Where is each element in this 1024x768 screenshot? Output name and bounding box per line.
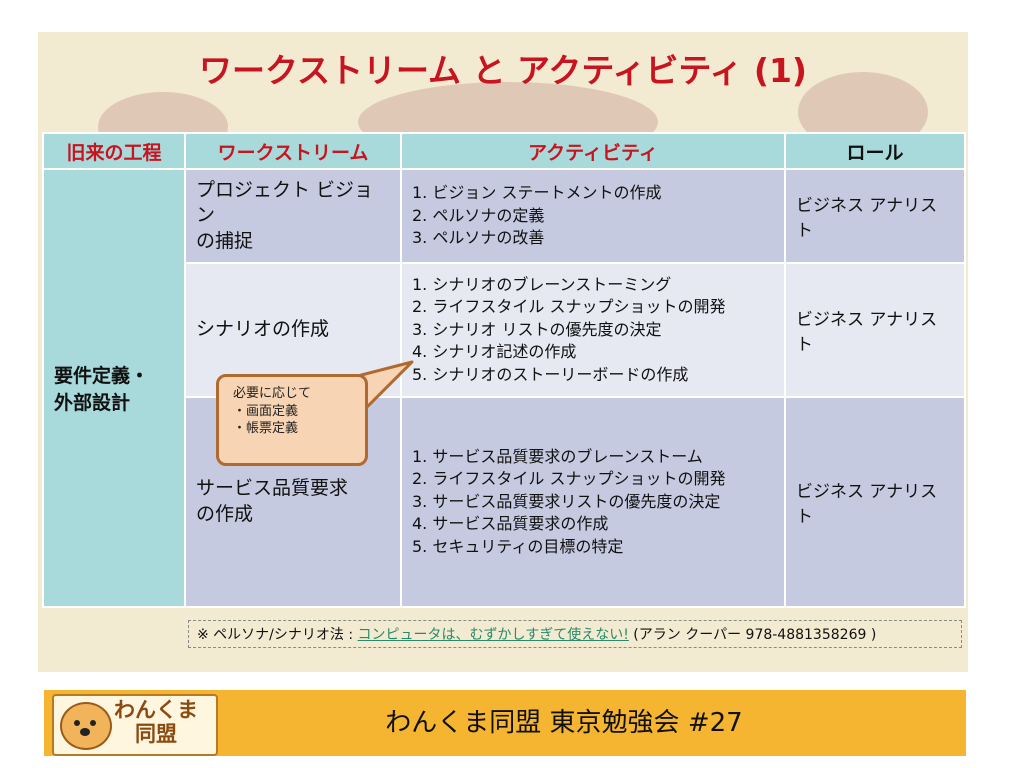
activity-item: 2. ライフスタイル スナップショットの開発 (412, 297, 726, 317)
workstream-label: プロジェクト ビジョン の捕捉 (196, 178, 374, 252)
activity-cell: 1. シナリオのブレーンストーミング 2. ライフスタイル スナップショットの開… (400, 262, 786, 398)
workstream-label: サービス品質要求 の作成 (196, 477, 349, 525)
role-cell: ビジネス アナリスト (784, 168, 966, 264)
callout-line: ・帳票定義 (233, 421, 299, 437)
header-process: 旧来の工程 (42, 132, 186, 170)
activity-cell: 1. ビジョン ステートメントの作成 2. ペルソナの定義 3. ペルソナの改善 (400, 168, 786, 264)
workstream-label: シナリオの作成 (196, 318, 330, 341)
table-header-row: 旧来の工程 ワークストリーム アクティビティ ロール (42, 132, 966, 170)
footer-title: わんくま同盟 東京勉強会 #27 (385, 708, 743, 738)
table-row: サービス品質要求 の作成 1. サービス品質要求のブレーンストーム 2. ライフ… (43, 396, 966, 608)
workstream-cell: プロジェクト ビジョン の捕捉 (184, 168, 402, 264)
header-activity: アクティビティ (400, 132, 786, 170)
activity-item: 5. セキュリティの目標の特定 (412, 536, 624, 556)
activity-item: 4. シナリオ記述の作成 (412, 342, 577, 362)
activity-cell: 1. サービス品質要求のブレーンストーム 2. ライフスタイル スナップショット… (400, 396, 786, 608)
footer-bar: わんくま 同盟 わんくま同盟 東京勉強会 #27 (44, 690, 966, 756)
process-cell: 要件定義・ 外部設計 (42, 168, 186, 608)
activity-item: 3. シナリオ リストの優先度の決定 (412, 319, 662, 339)
role-cell: ビジネス アナリスト (784, 262, 966, 398)
activity-item: 1. ビジョン ステートメントの作成 (412, 183, 662, 203)
activity-item: 3. ペルソナの改善 (412, 228, 545, 248)
workstream-table: 旧来の工程 ワークストリーム アクティビティ ロール 要件定義・ 外部設計 プロ… (42, 132, 966, 608)
activity-item: 3. サービス品質要求リストの優先度の決定 (412, 491, 721, 511)
callout-note: 必要に応じて ・画面定義 ・帳票定義 (216, 374, 368, 466)
callout-line: 必要に応じて (233, 386, 312, 401)
activity-item: 2. ライフスタイル スナップショットの開発 (412, 469, 726, 489)
activity-item: 4. サービス品質要求の作成 (412, 514, 609, 534)
header-role: ロール (784, 132, 966, 170)
activity-item: 5. シナリオのストーリーボードの作成 (412, 364, 689, 384)
callout-line: ・画面定義 (233, 403, 299, 419)
note-prefix: ※ ペルソナ/シナリオ法 : (197, 627, 358, 643)
role-cell: ビジネス アナリスト (784, 396, 966, 608)
book-link[interactable]: コンピュータは、むずかしすぎて使えない! (357, 627, 629, 643)
activity-item: 1. シナリオのブレーンストーミング (412, 275, 672, 295)
note-suffix: (アラン クーパー 978-4881358269 ) (628, 627, 877, 643)
process-label: 要件定義・ 外部設計 (54, 365, 150, 414)
logo-text: わんくま 同盟 (114, 698, 198, 747)
slide: ワークストリーム と アクティビティ (1) 旧来の工程 ワークストリーム アク… (38, 32, 968, 672)
table-row: 要件定義・ 外部設計 プロジェクト ビジョン の捕捉 1. ビジョン ステートメ… (42, 168, 966, 608)
bear-face-icon (60, 702, 112, 750)
activity-item: 1. サービス品質要求のブレーンストーム (412, 447, 703, 467)
slide-title: ワークストリーム と アクティビティ (1) (198, 51, 807, 90)
reference-note: ※ ペルソナ/シナリオ法 : コンピュータは、むずかしすぎて使えない! (アラン… (188, 620, 962, 648)
wankuma-logo: わんくま 同盟 (52, 694, 218, 756)
activity-item: 2. ペルソナの定義 (412, 205, 545, 225)
header-workstream: ワークストリーム (184, 132, 402, 170)
table-row: シナリオの作成 1. シナリオのブレーンストーミング 2. ライフスタイル スナ… (43, 262, 966, 398)
